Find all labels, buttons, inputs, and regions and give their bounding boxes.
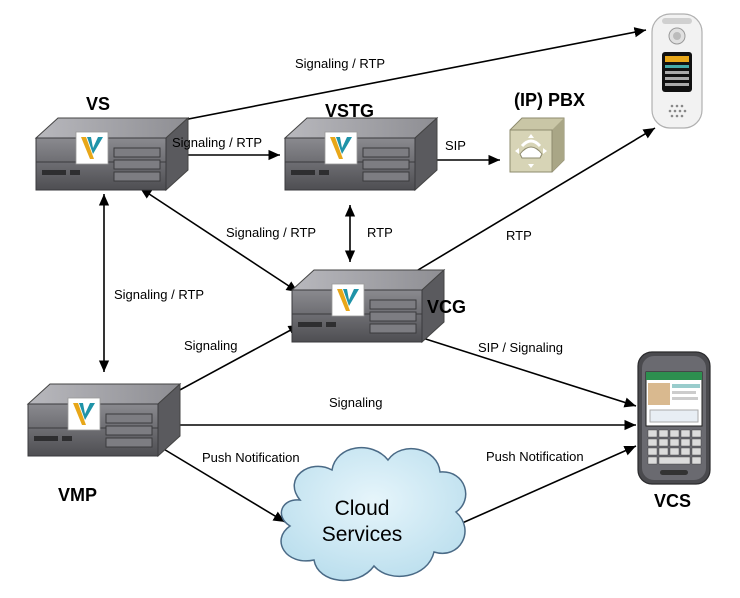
edge-label-badge-vcg: RTP <box>506 228 532 243</box>
edge-vmp-cloud <box>161 447 286 523</box>
edge-vmp-vcg <box>164 324 301 399</box>
server-vstg <box>284 117 438 191</box>
edge-label-cloud-vcs: Push Notification <box>486 449 584 464</box>
server-vs <box>35 117 189 191</box>
cloud-label-line1: Cloud <box>335 497 390 520</box>
badge-device-icon <box>651 13 703 129</box>
edge-label-vstg-pbx: SIP <box>445 138 466 153</box>
edge-label-vs-vmp: Signaling / RTP <box>114 287 204 302</box>
edge-vcg-vcs <box>409 332 637 408</box>
edge-label-vmp-vcg: Signaling <box>184 338 238 353</box>
cloud-shape <box>280 446 467 582</box>
cloud-services: Cloud Services <box>280 446 467 582</box>
node-label-vs: VS <box>86 94 110 114</box>
server-vcg <box>291 269 445 343</box>
edge-label-vcg-vcs: SIP / Signaling <box>478 340 563 355</box>
node-label-vcg: VCG <box>427 297 466 317</box>
cloud-label-line2: Services <box>322 523 403 546</box>
server-vmp <box>27 383 181 457</box>
smartphone-icon <box>637 351 711 485</box>
edge-label-vmp-vcs: Signaling <box>329 395 383 410</box>
edge-label-vs-vstg: Signaling / RTP <box>172 135 262 150</box>
edge-label-vstg-vcg: RTP <box>367 225 393 240</box>
edge-vs-badge <box>141 27 647 131</box>
node-label-vmp: VMP <box>58 485 97 505</box>
pbx-phone-icon <box>509 117 565 173</box>
edge-label-vs-vcg: Signaling / RTP <box>226 225 316 240</box>
node-label-vcs: VCS <box>654 491 691 511</box>
node-label-vstg: VSTG <box>325 101 374 121</box>
node-label-pbx: (IP) PBX <box>514 90 585 110</box>
edge-cloud-vcs <box>459 445 637 525</box>
edge-label-vmp-cloud: Push Notification <box>202 450 300 465</box>
edge-lines <box>98 27 656 525</box>
edge-label-vs-badge: Signaling / RTP <box>295 56 385 71</box>
edge-vs-vcg <box>139 187 299 293</box>
edge-badge-vcg <box>397 127 656 283</box>
